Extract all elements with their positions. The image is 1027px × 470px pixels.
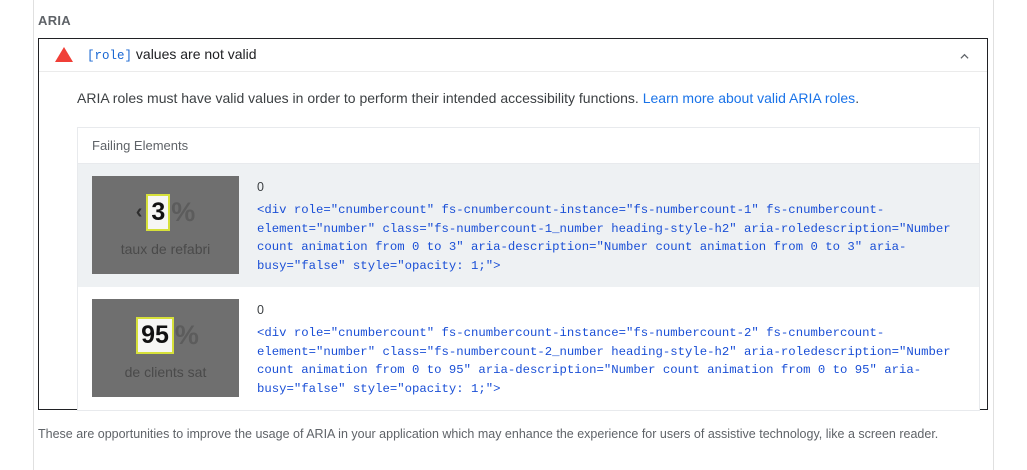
audit-card: [role] values are not valid ARIA roles m… bbox=[38, 38, 988, 411]
audit-body: ARIA roles must have valid values in ord… bbox=[39, 72, 987, 411]
thumbnail-number-row: 95 % bbox=[132, 316, 199, 354]
audit-description: ARIA roles must have valid values in ord… bbox=[77, 88, 967, 108]
audit-title: [role] values are not valid bbox=[87, 45, 257, 65]
audit-group-footer: These are opportunities to improve the u… bbox=[38, 427, 939, 441]
warning-triangle-icon bbox=[55, 46, 73, 62]
right-column-divider bbox=[993, 0, 994, 470]
thumbnail-caption: taux de refabri bbox=[120, 241, 211, 257]
audit-group-title: ARIA bbox=[38, 13, 71, 28]
thumbnail-highlighted-number: 3 bbox=[146, 193, 171, 231]
audit-description-text: ARIA roles must have valid values in ord… bbox=[77, 90, 643, 106]
element-snippet-label: 0 bbox=[257, 303, 264, 317]
element-snippet: 0 <div role="cnumbercount" fs-cnumbercou… bbox=[257, 299, 965, 398]
element-snippet-code: <div role="cnumbercount" fs-cnumbercount… bbox=[257, 326, 959, 396]
element-snippet-code: <div role="cnumbercount" fs-cnumbercount… bbox=[257, 203, 959, 273]
element-thumbnail-content: 95 % de clients sat bbox=[92, 299, 239, 397]
aria-audit-group: ARIA [role] values are not valid ARIA ro… bbox=[34, 0, 993, 470]
failing-elements-header: Failing Elements bbox=[78, 128, 979, 164]
element-snippet-label: 0 bbox=[257, 180, 264, 194]
element-snippet: 0 <div role="cnumbercount" fs-cnumbercou… bbox=[257, 176, 965, 275]
thumbnail-highlighted-number: 95 bbox=[136, 316, 174, 354]
thumbnail-percent-sign: % bbox=[171, 196, 196, 227]
chevron-up-icon[interactable] bbox=[960, 52, 969, 61]
thumbnail-number-row: ‹ 3 % bbox=[135, 193, 196, 231]
learn-more-link[interactable]: Learn more about valid ARIA roles bbox=[642, 90, 856, 106]
thumbnail-caption: de clients sat bbox=[124, 364, 207, 380]
thumbnail-caret: ‹ bbox=[135, 201, 143, 223]
element-thumbnail-content: ‹ 3 % taux de refabri bbox=[92, 176, 239, 274]
table-row[interactable]: ‹ 3 % taux de refabri 0 <div role="cnumb… bbox=[78, 164, 979, 287]
left-column-divider bbox=[33, 0, 34, 470]
audit-title-text: values are not valid bbox=[132, 46, 257, 62]
audit-header-toggle[interactable]: [role] values are not valid bbox=[39, 39, 987, 72]
table-row[interactable]: 95 % de clients sat 0 <div role="cnumber… bbox=[78, 287, 979, 410]
element-thumbnail[interactable]: ‹ 3 % taux de refabri bbox=[92, 176, 239, 274]
audit-title-code: [role] bbox=[87, 49, 133, 63]
failing-elements-table: Failing Elements ‹ 3 % taux de refabri bbox=[77, 127, 980, 411]
thumbnail-percent-sign: % bbox=[174, 319, 199, 350]
audit-description-suffix: . bbox=[855, 90, 860, 106]
element-thumbnail[interactable]: 95 % de clients sat bbox=[92, 299, 239, 397]
